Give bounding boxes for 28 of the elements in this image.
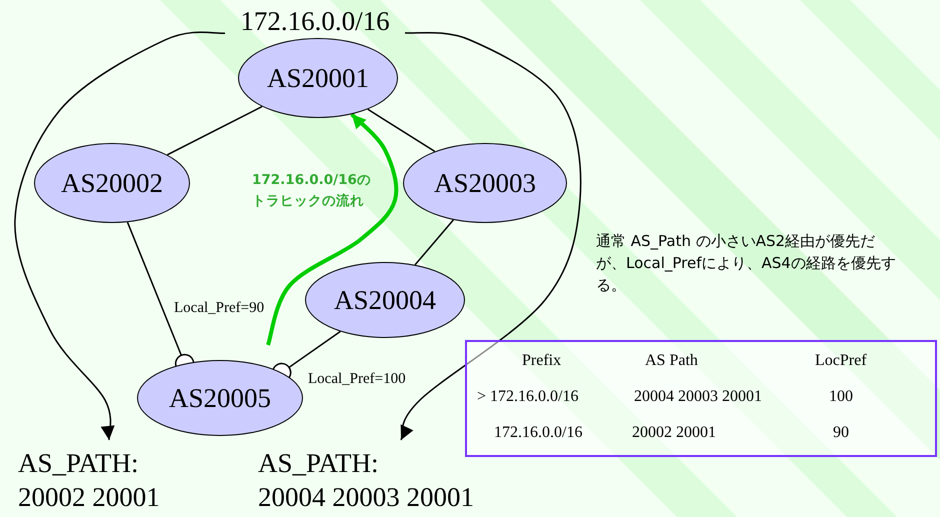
connector-line [414,219,454,266]
table-value: > 172.16.0.0/16 [477,388,578,406]
as-ellipse: AS20002 [34,143,190,223]
as-ellipse: AS20003 [403,143,567,223]
as-ellipse: AS20004 [305,262,465,338]
as-path-value: 20002 20001 [18,481,160,514]
arrow [14,31,225,440]
column-header: AS Path [645,352,698,370]
table-value: 90 [833,424,849,442]
traffic-flow-arrow [266,112,398,346]
as-path-heading: AS_PATH: [18,447,139,480]
arrow [398,32,582,440]
edge-label: Local_Pref=100 [308,371,406,388]
table-value: 20002 20001 [632,424,716,442]
table-value: 100 [829,388,853,406]
connector-line [367,108,436,152]
as-path-heading: AS_PATH: [258,447,379,480]
as-path-value: 20004 20003 20001 [258,481,474,514]
as-ellipse: AS20005 [137,360,303,436]
edge-label: 172.16.0.0/16のトラヒックの流れ [252,171,372,211]
table-value: 172.16.0.0/16 [494,424,582,442]
connector-line [166,106,262,156]
table-value: 20004 20003 20001 [634,388,762,406]
edge-label: Local_Pref=90 [174,300,264,317]
column-header: Prefix [522,352,562,370]
note-text: 通常 AS_Path の小さいAS2経由が優先だが、Local_Prefにより、AS4の経路を優先する。 [596,231,896,296]
as-ellipse: AS20001 [238,38,398,118]
column-header: LocPref [815,352,867,370]
